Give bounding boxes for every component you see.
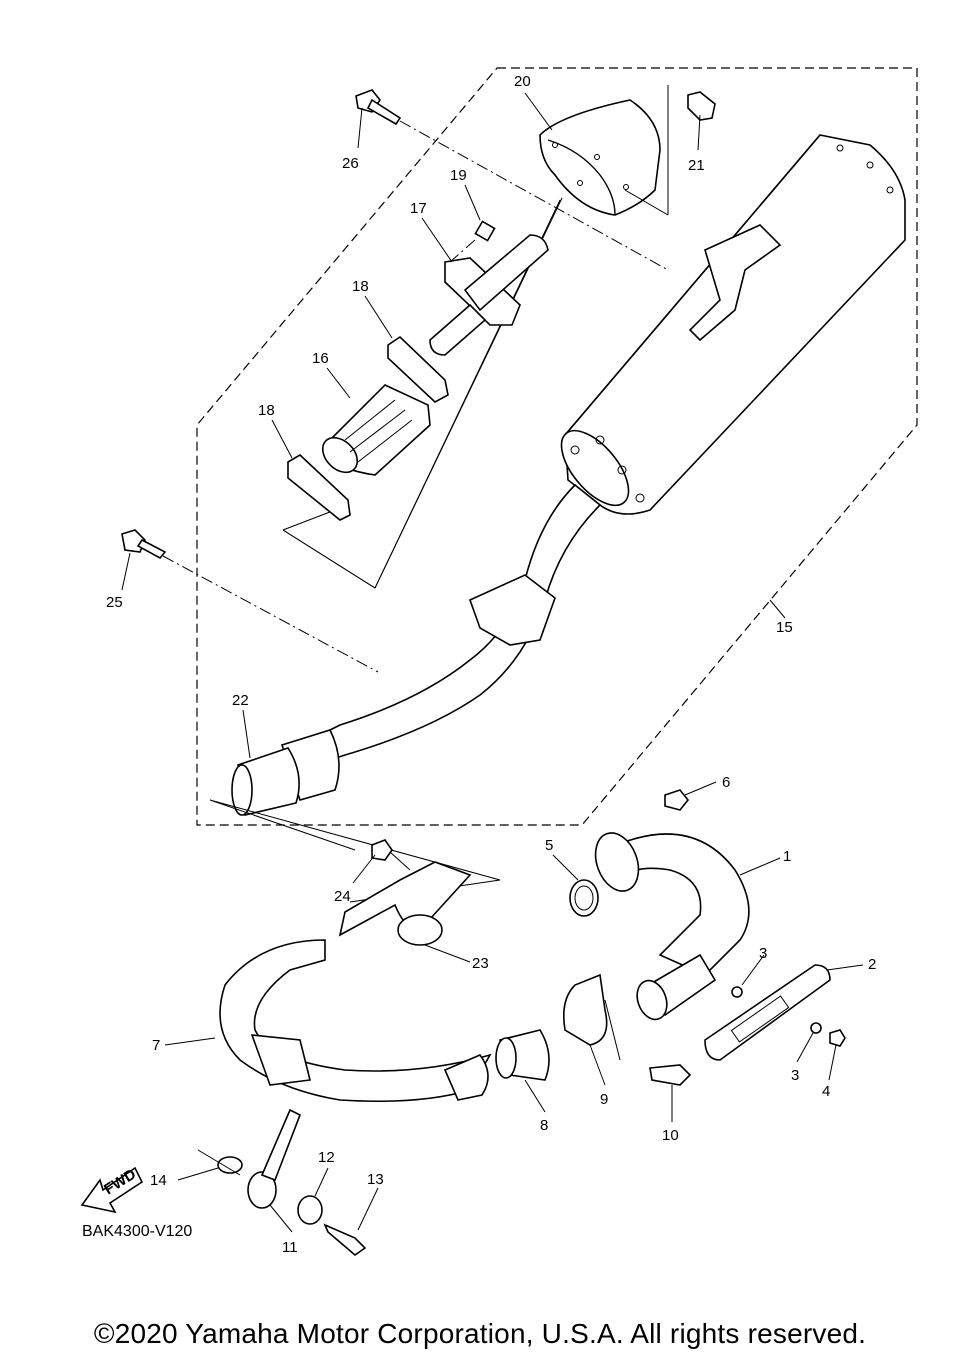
muffler-assembly-boundary: [196, 67, 918, 826]
collar-14: [197, 1149, 243, 1176]
callout-3-lower: 3: [791, 1067, 799, 1084]
callout-7: 7: [152, 1037, 160, 1054]
callout-21: 21: [688, 157, 705, 174]
washer-3-upper: [731, 986, 743, 998]
bolt-21: [687, 91, 716, 121]
end-cap: [539, 85, 669, 216]
callout-24: 24: [334, 888, 351, 905]
callout-4: 4: [822, 1083, 830, 1100]
callout-18-lower: 18: [258, 402, 275, 419]
callout-19: 19: [450, 167, 467, 184]
callout-5: 5: [545, 837, 553, 854]
part-callouts: 20 21 26 19 17 18 16 18 25 22 15 6 5 1 2…: [106, 73, 876, 1256]
gasket-ring: [231, 747, 300, 816]
sleeve: [495, 1029, 550, 1081]
forward-arrow-icon: FWD: [80, 1166, 144, 1214]
header-pipe-upper: [594, 832, 750, 1021]
callout-8: 8: [540, 1117, 548, 1134]
leader-lines: [121, 92, 864, 1233]
callout-3-upper: 3: [759, 945, 767, 962]
header-pipe: [219, 939, 492, 1103]
callout-1: 1: [783, 848, 791, 865]
callout-22: 22: [232, 692, 249, 709]
bolt-25: [121, 529, 379, 673]
callout-17: 17: [410, 200, 427, 217]
gasket-upper: [387, 335, 449, 403]
muffler-pipe: [280, 483, 602, 801]
callout-20: 20: [514, 73, 531, 90]
callout-26: 26: [342, 155, 359, 172]
callout-12: 12: [318, 1149, 335, 1166]
bolt-10: [649, 1064, 692, 1086]
bolt-4: [829, 1029, 846, 1047]
bolt-24: [371, 839, 411, 871]
callout-6: 6: [722, 774, 730, 791]
callout-23: 23: [472, 955, 489, 972]
callout-2: 2: [868, 956, 876, 973]
callout-9: 9: [600, 1091, 608, 1108]
grommet-11: [247, 1108, 302, 1209]
callout-16: 16: [312, 350, 329, 367]
callout-15: 15: [776, 619, 793, 636]
exhaust-gasket-ring: [569, 879, 599, 917]
nut-6: [664, 789, 690, 811]
washer-3-lower: [810, 1022, 822, 1034]
gasket-lower: [287, 454, 351, 521]
diagram-code: BAK4300-V120: [82, 1223, 192, 1240]
callout-18-upper: 18: [352, 278, 369, 295]
bolt-13: [323, 1223, 367, 1257]
bolt-26: [355, 89, 669, 271]
collar-12: [297, 1195, 323, 1225]
bolt-19: [449, 220, 496, 263]
pipe-bracket: [338, 861, 472, 946]
muffler-stay: [704, 964, 831, 1061]
callout-25: 25: [106, 594, 123, 611]
clamp-9: [562, 973, 621, 1061]
baffle: [321, 384, 431, 476]
callout-13: 13: [367, 1171, 384, 1188]
callout-10: 10: [662, 1127, 679, 1144]
callout-11: 11: [282, 1239, 298, 1256]
copyright-notice: ©2020 Yamaha Motor Corporation, U.S.A. A…: [93, 1318, 867, 1349]
callout-14: 14: [150, 1172, 167, 1189]
inner-pipe: [429, 234, 549, 356]
muffler-body: [560, 134, 906, 515]
